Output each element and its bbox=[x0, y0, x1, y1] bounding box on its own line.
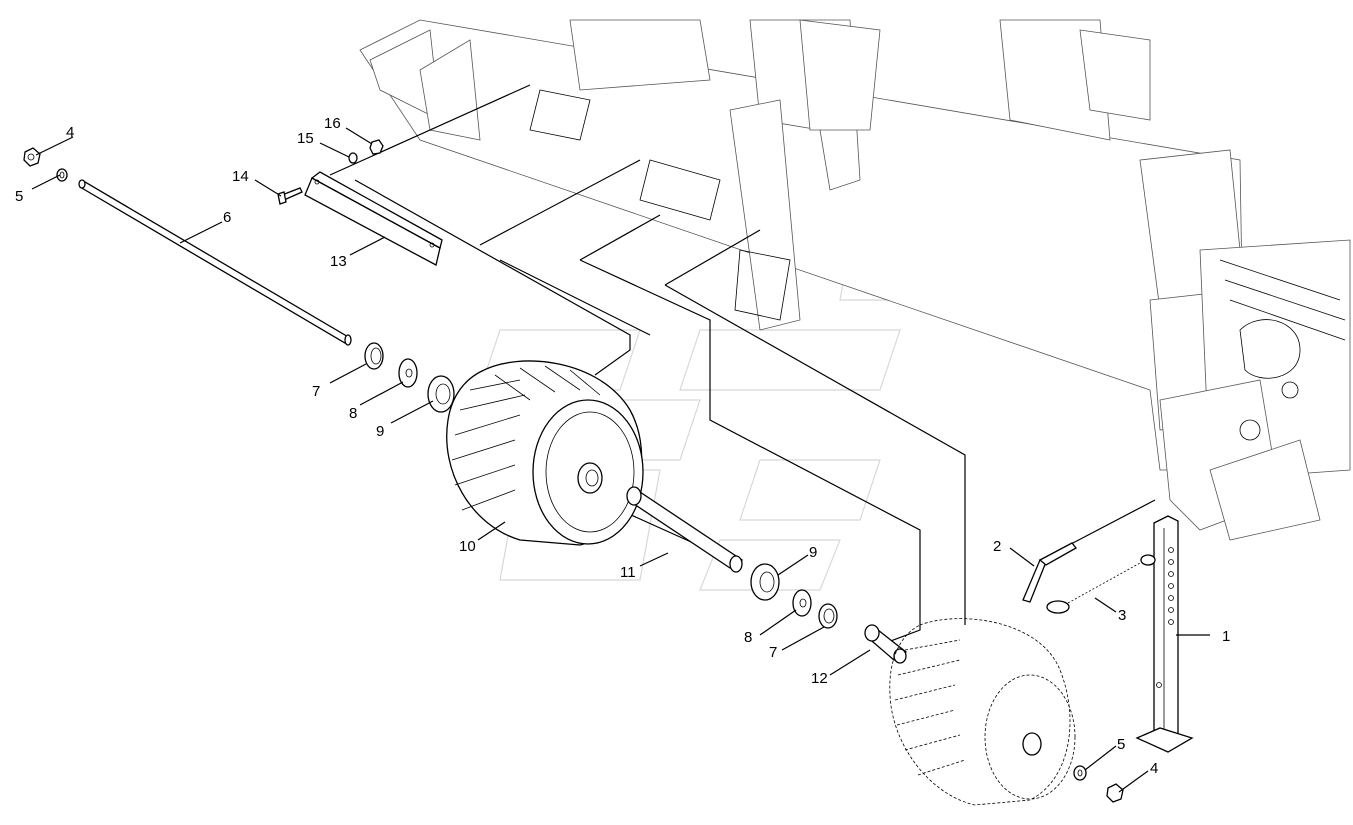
callout-7-lower: 7 bbox=[769, 644, 777, 661]
nut-part-4-bottom bbox=[1106, 783, 1124, 803]
washer-part-8-lower bbox=[792, 589, 812, 617]
washer-part-15 bbox=[348, 152, 358, 164]
callout-14: 14 bbox=[232, 168, 249, 185]
callout-9-right: 9 bbox=[809, 544, 817, 561]
callout-1: 1 bbox=[1222, 628, 1230, 645]
callout-4-top: 4 bbox=[66, 124, 74, 141]
callout-8-lower: 8 bbox=[744, 629, 752, 646]
washer-part-5-bottom bbox=[1073, 765, 1087, 781]
callout-5-bottom: 5 bbox=[1117, 736, 1125, 753]
ring-part-7-lower bbox=[818, 603, 838, 629]
nut-part-4-top bbox=[23, 147, 41, 167]
callout-10: 10 bbox=[459, 538, 476, 555]
stand-part-1 bbox=[1135, 515, 1194, 753]
nut-part-16 bbox=[369, 139, 384, 155]
shaft-part-6 bbox=[78, 179, 352, 346]
washer-part-8-upper bbox=[398, 358, 418, 388]
bearing-part-9-upper bbox=[427, 375, 455, 413]
pin-part-2 bbox=[1022, 542, 1077, 603]
bracket-part-13 bbox=[304, 171, 443, 266]
wheel-part-10 bbox=[446, 360, 644, 546]
callout-leaders bbox=[31, 127, 1210, 793]
callout-15: 15 bbox=[297, 130, 314, 147]
callout-13: 13 bbox=[330, 253, 347, 270]
callout-8-upper: 8 bbox=[349, 405, 357, 422]
callout-11: 11 bbox=[620, 564, 636, 581]
callout-16: 16 bbox=[324, 115, 341, 132]
callout-5-top: 5 bbox=[15, 188, 23, 205]
callout-6: 6 bbox=[223, 209, 231, 226]
bearing-part-9-lower bbox=[750, 563, 780, 601]
wheel-assembled bbox=[889, 618, 1076, 806]
washer-part-5-top bbox=[56, 168, 68, 182]
tube-part-11 bbox=[626, 486, 744, 573]
callout-2: 2 bbox=[993, 538, 1001, 555]
callout-7-upper: 7 bbox=[312, 383, 320, 400]
callout-4-bottom: 4 bbox=[1150, 760, 1158, 777]
machine-frame bbox=[359, 19, 1351, 541]
ring-part-7-upper bbox=[364, 342, 384, 370]
callout-3: 3 bbox=[1118, 607, 1126, 624]
stand-holes bbox=[1156, 547, 1174, 688]
callout-labels: 1 2 3 4 4 5 5 6 7 7 8 8 9 9 10 11 12 13 … bbox=[15, 115, 1230, 777]
callout-9-left: 9 bbox=[376, 423, 384, 440]
clip-part-3 bbox=[1046, 554, 1156, 614]
bolt-part-14 bbox=[277, 187, 303, 205]
callout-12: 12 bbox=[811, 670, 828, 687]
